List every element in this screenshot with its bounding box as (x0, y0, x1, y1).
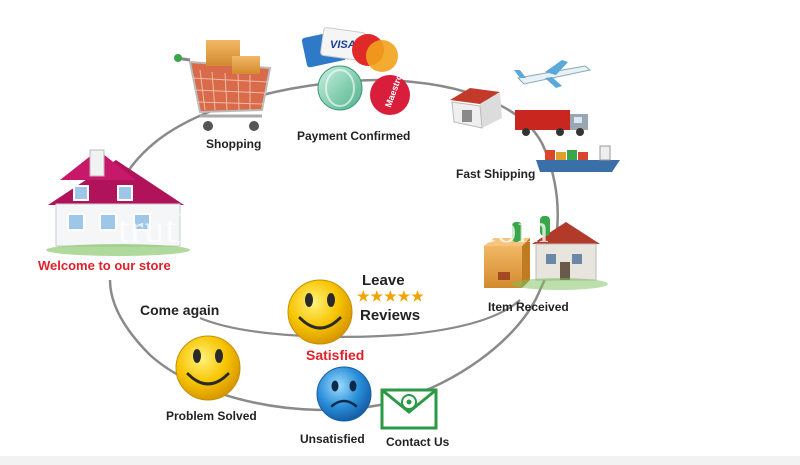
sad-face-icon (316, 366, 372, 422)
shopping-cart-icon (174, 40, 272, 131)
five-star-rating: ★★★★★ (357, 288, 425, 304)
step-label-payment: Payment Confirmed (297, 129, 411, 143)
step-label-welcome: Welcome to our store (38, 258, 171, 273)
step-label-unsatisfied: Unsatisfied (300, 432, 365, 446)
bottom-strip (0, 456, 800, 465)
step-label-contact-us: Contact Us (386, 435, 450, 449)
step-label-satisfied: Satisfied (306, 347, 365, 363)
truck-icon (515, 110, 588, 136)
airplane-icon (514, 60, 592, 88)
payment-cards-icon: VISA Maestro (301, 27, 410, 115)
step-label-problem-solved: Problem Solved (166, 409, 257, 423)
happy-smiley-reviews-icon (287, 279, 353, 345)
item-received-icon (484, 216, 608, 290)
watermark: truthkobo.en.alibaba.com (118, 206, 550, 251)
step-label-come-again: Come again (140, 302, 220, 318)
step-label-reviews: Reviews (360, 307, 421, 324)
step-label-received: Item Received (488, 300, 569, 314)
step-label-shopping: Shopping (206, 137, 262, 151)
happy-smiley-problem-solved-icon (175, 335, 241, 401)
cargo-ship-icon (536, 145, 620, 172)
step-label-leave: Leave (362, 272, 405, 289)
store-house-icon (46, 149, 190, 256)
visa-label: VISA (330, 39, 356, 51)
mail-envelope-icon (380, 388, 438, 430)
warehouse-icon (450, 88, 502, 129)
step-label-shipping: Fast Shipping (456, 167, 536, 181)
